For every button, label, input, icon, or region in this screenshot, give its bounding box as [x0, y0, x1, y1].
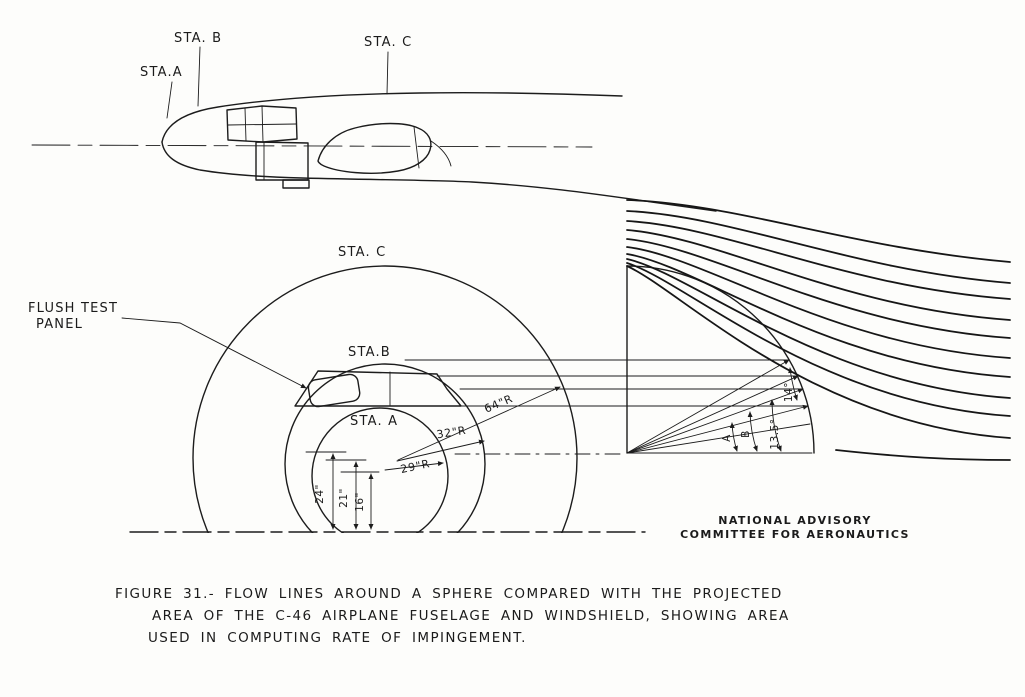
caption-line3: USED IN COMPUTING RATE OF IMPINGEMENT.	[148, 630, 527, 646]
sta-a-side-leader	[166, 81, 173, 119]
flush-test-panel-shape	[307, 373, 361, 408]
sphere-arc	[626, 265, 815, 454]
radius-29-label: 29"R	[399, 457, 431, 476]
sta-a-circle	[311, 407, 449, 533]
angle-dimensions: A B 13.5° 14°	[721, 367, 798, 452]
sta-c-circle	[192, 265, 578, 533]
sphere-flow-diagram: A B 13.5° 14°	[294, 199, 1011, 461]
sta-a-front-label: STA. A	[350, 414, 398, 429]
naca-line2: COMMITTEE FOR AERONAUTICS	[680, 528, 910, 541]
impingement-rays	[626, 359, 811, 454]
angle-14-label: 14°	[783, 382, 795, 402]
naca-credit: NATIONAL ADVISORY COMMITTEE FOR AERONAUT…	[680, 514, 910, 541]
flush-test-panel-label2: PANEL	[36, 317, 83, 332]
dim-21-label: 21"	[338, 488, 350, 508]
sta-a-side-label: STA.A	[140, 65, 183, 80]
sta-b-front-label: STA.B	[348, 345, 391, 360]
dim-16-label: 16"	[354, 492, 366, 512]
flush-test-panel-label1: FLUSH TEST	[28, 301, 118, 316]
projection-lines	[294, 359, 809, 407]
angle-13-5-label: 13.5°	[769, 418, 781, 449]
dim-24-label: 24"	[314, 484, 326, 504]
sta-c-side-label: STA. C	[364, 35, 412, 50]
sta-c-front-label: STA. C	[338, 245, 386, 260]
airplane-side-view: STA.A STA. B STA. C	[31, 31, 717, 212]
radius-64-arrow	[397, 386, 561, 461]
angle-a-label: A	[721, 434, 733, 442]
figure-caption: FIGURE 31.- FLOW LINES AROUND A SPHERE C…	[115, 586, 790, 646]
angle-b-label: B	[740, 430, 752, 438]
sta-b-side-label: STA. B	[174, 31, 222, 46]
sta-c-side-leader	[386, 51, 389, 95]
side-test-panel	[226, 105, 298, 143]
radius-32-label: 32"R	[436, 424, 468, 442]
radius-29-arrow	[384, 461, 444, 471]
radius-32-arrow	[396, 439, 485, 462]
flush-test-panel-leader	[121, 317, 307, 389]
fuselage-cross-sections: FLUSH TEST PANEL STA. C STA.B STA. A 64"…	[28, 245, 646, 533]
sta-b-side-leader	[197, 46, 201, 107]
caption-line1: FIGURE 31.- FLOW LINES AROUND A SPHERE C…	[115, 586, 783, 602]
height-dimensions: 24" 21" 16"	[305, 451, 380, 530]
caption-line2: AREA OF THE C-46 AIRPLANE FUSELAGE AND W…	[152, 608, 790, 624]
naca-line1: NATIONAL ADVISORY	[718, 514, 872, 527]
radius-64-label: 64"R	[482, 392, 515, 416]
canopy-outline	[317, 122, 452, 174]
side-centerline	[31, 144, 593, 148]
sta-b-circle	[284, 363, 486, 533]
fuselage-upper-contour	[161, 92, 623, 143]
streamlines	[626, 199, 1011, 461]
nose-gear-door	[255, 141, 310, 189]
